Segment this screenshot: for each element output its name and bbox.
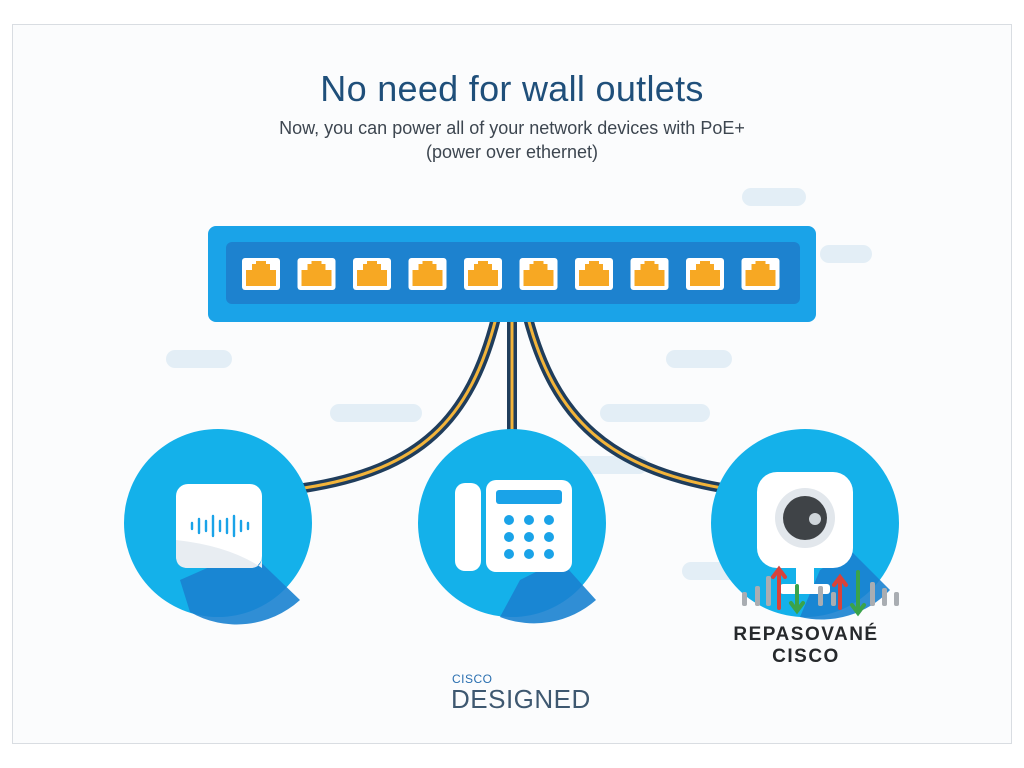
- watermark-line-1: REPASOVANÉ: [733, 624, 879, 645]
- ethernet-port: [686, 258, 724, 290]
- watermark-line-2: CISCO: [772, 646, 840, 667]
- ethernet-port: [297, 258, 336, 290]
- ethernet-port: [464, 258, 502, 290]
- ethernet-port: [242, 258, 280, 290]
- cisco-designed-logo: DESIGNED: [451, 684, 591, 714]
- page-title: No need for wall outlets: [320, 68, 704, 109]
- device-access-point: [124, 429, 312, 625]
- cisco-logo-small: CISCO: [452, 672, 493, 686]
- ethernet-port: [353, 258, 391, 290]
- ethernet-port: [630, 258, 669, 290]
- ethernet-port: [575, 258, 613, 290]
- ethernet-port: [519, 258, 558, 290]
- security-camera-icon: [757, 472, 853, 594]
- ethernet-cables: [299, 313, 727, 493]
- device-ip-phone: [418, 429, 606, 624]
- ethernet-port: [741, 258, 780, 290]
- switch-ports: [242, 258, 780, 290]
- background-clouds: [166, 188, 872, 580]
- repasovane-logo-mark: [742, 565, 899, 617]
- page-subtitle: Now, you can power all of your network d…: [279, 118, 745, 162]
- network-switch: [208, 226, 816, 322]
- ethernet-port: [408, 258, 447, 290]
- desk-phone-icon: [455, 480, 572, 572]
